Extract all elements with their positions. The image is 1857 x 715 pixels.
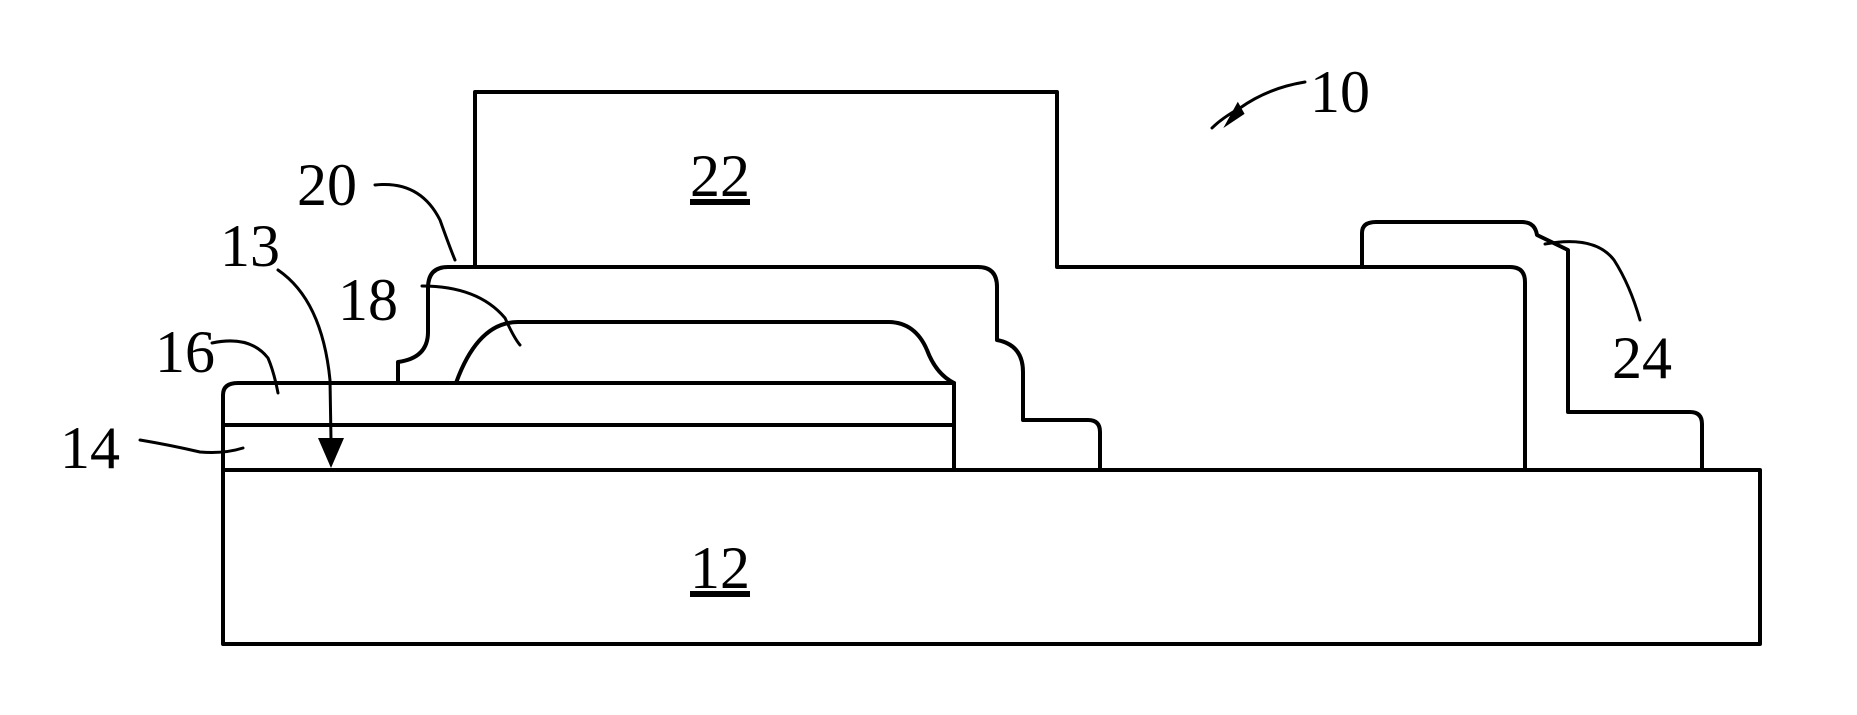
leader-24 <box>1545 242 1640 320</box>
leader-13 <box>278 270 331 440</box>
leader-18 <box>422 286 520 345</box>
label-18: 18 <box>338 267 398 333</box>
label-20: 20 <box>297 152 357 218</box>
block-22 <box>475 92 1525 470</box>
label-24: 24 <box>1612 325 1672 391</box>
layer-18 <box>456 322 954 383</box>
label-12: 12 <box>690 535 750 601</box>
label-13: 13 <box>220 213 280 279</box>
leader-20 <box>375 184 455 260</box>
leader-14 <box>140 440 243 453</box>
leader-16 <box>212 341 278 393</box>
label-10: 10 <box>1310 59 1370 125</box>
layer-20 <box>398 267 1100 470</box>
label-16: 16 <box>155 319 215 385</box>
label-14: 14 <box>60 415 120 481</box>
substrate-12 <box>223 470 1760 644</box>
arrowhead-13 <box>318 438 344 468</box>
label-22: 22 <box>690 143 750 209</box>
leader-10 <box>1212 82 1305 128</box>
